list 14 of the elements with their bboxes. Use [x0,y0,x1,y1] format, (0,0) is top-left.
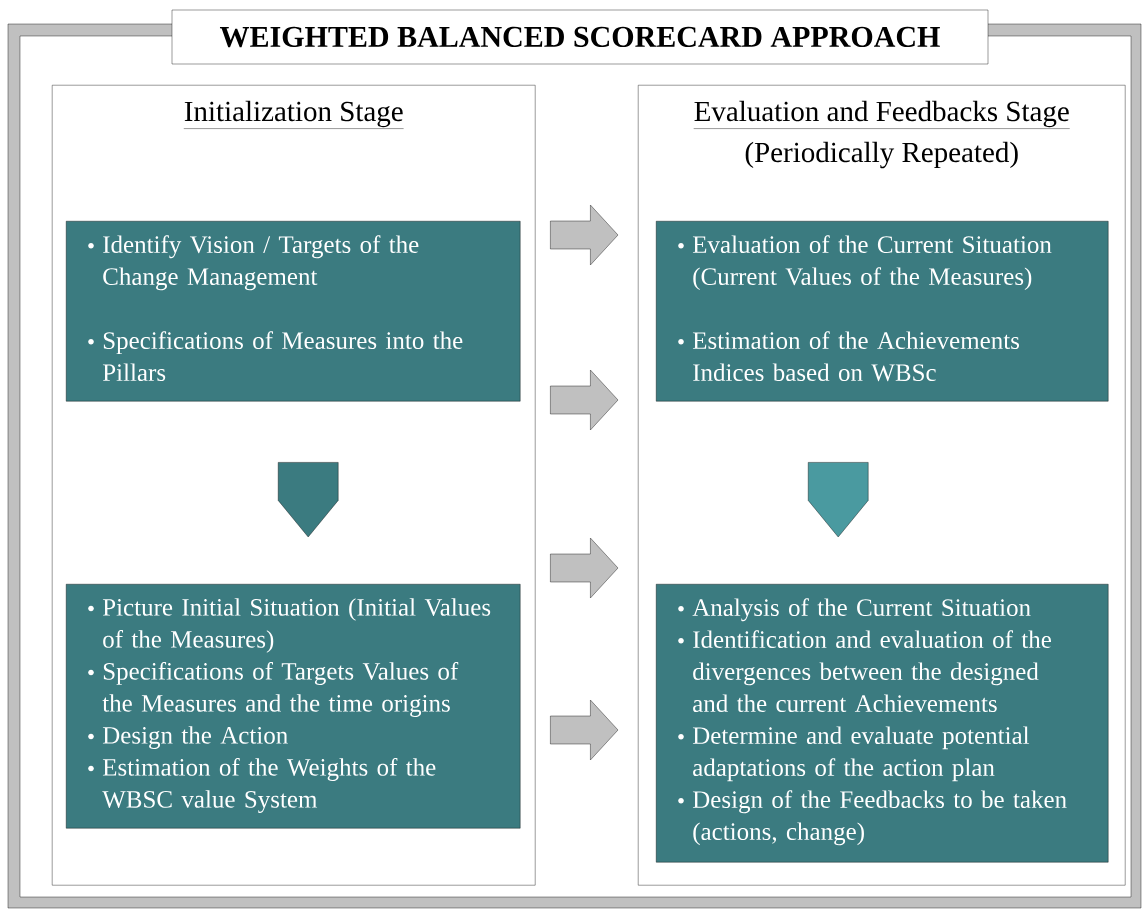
chevron-arrow [278,462,339,538]
chevron-arrow [808,462,869,538]
stage-heading: Initialization Stage [183,100,404,129]
bullet-box: Evaluation of the Current Situation (Current Values of the Measures) Estimation of the Achievements Indices based on WBSc [656,221,1109,402]
stage-heading: Evaluation and Feedbacks Stage [693,100,1070,129]
block-arrow [550,204,619,266]
stage-heading: (Periodically Repeated) [745,141,1018,169]
bullet-box: Picture Initial Situation (Initial Values of the Measures) Specifications of Targets Values of the Measures and the time origins Design the Action Estimation of the Weights of the WBSC value System [66,584,521,829]
block-arrow [550,537,619,599]
title-box: WEIGHTED BALANCED SCORECARD APPROACH [171,9,989,65]
bullet-box: Analysis of the Current Situation Identification and evaluation of the divergences between the designed and the current Achievements Determine and evaluate potential adaptations of the action plan Design of the Feedbacks to be taken (actions, change) [656,584,1109,863]
bullet-box: Identify Vision / Targets of the Change Management Specifications of Measures into the Pillars [66,221,521,402]
block-arrow [550,699,619,761]
block-arrow [550,369,619,431]
